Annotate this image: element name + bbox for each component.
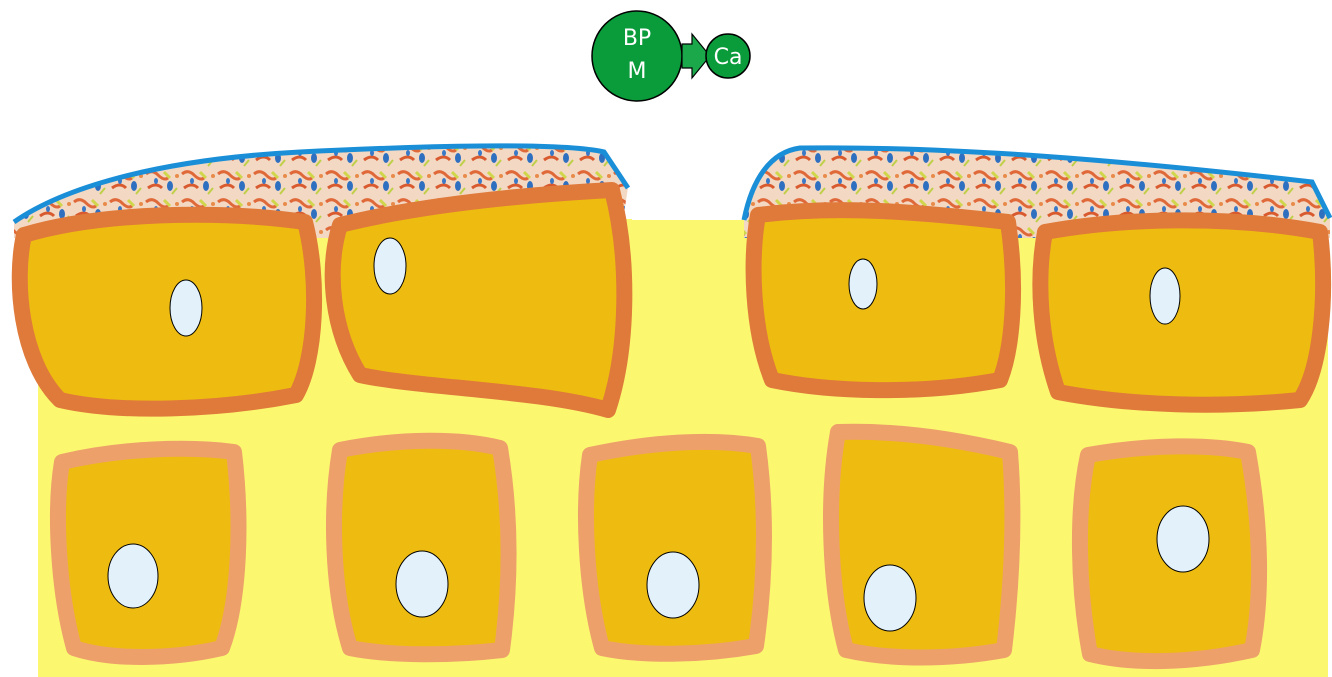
- calcium-ion-icon: Ca: [705, 33, 751, 79]
- bpm-circle: [591, 10, 683, 102]
- nucleus: [395, 550, 449, 618]
- surface-line-right: [741, 145, 1332, 221]
- ca-label: Ca: [714, 45, 743, 70]
- surface-line-left: [12, 143, 631, 225]
- nucleus: [1149, 267, 1181, 325]
- arrow-right-icon: [681, 32, 711, 80]
- bpm-label-line1: BP: [623, 26, 651, 51]
- ca-circle: [705, 33, 751, 79]
- nucleus: [863, 564, 917, 632]
- nucleus: [169, 279, 203, 337]
- lower-cell: [578, 433, 772, 662]
- upper-cell: [745, 202, 1022, 399]
- upper-cell: [1032, 212, 1332, 413]
- nucleus: [1156, 505, 1210, 573]
- bpm-label-line2: M: [628, 59, 647, 84]
- nucleus: [107, 543, 159, 609]
- upper-cell: [324, 182, 633, 418]
- bpm-molecule-icon: BP M: [591, 10, 683, 102]
- tissue-gap: [632, 160, 742, 220]
- nucleus: [373, 237, 407, 295]
- upper-cell: [11, 206, 323, 417]
- nucleus: [848, 258, 878, 310]
- lower-cell: [326, 432, 517, 663]
- nucleus: [646, 551, 700, 619]
- lower-cell: [823, 423, 1021, 666]
